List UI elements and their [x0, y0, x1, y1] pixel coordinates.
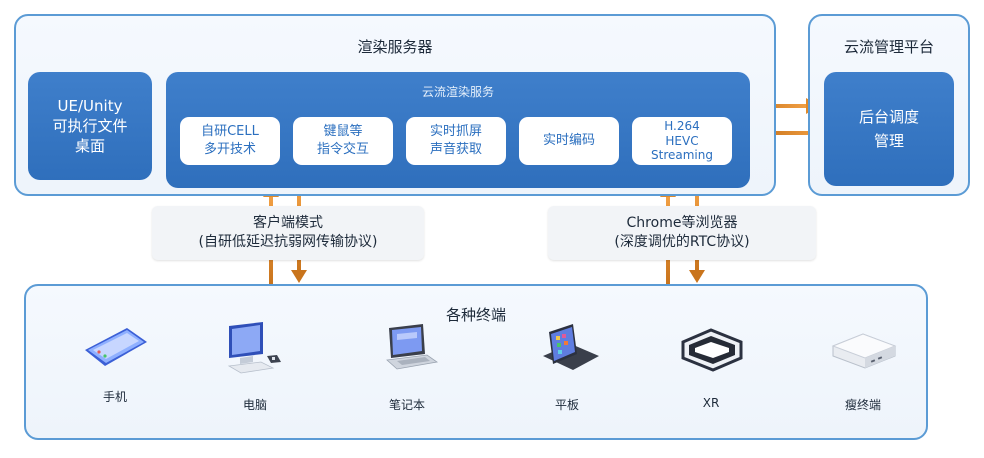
chip-cell-line-2: 多开技术: [203, 142, 256, 157]
ue-line-3: 桌面: [74, 137, 105, 156]
chip-codec-line-1: H.264: [664, 119, 700, 134]
laptop-icon: [386, 324, 439, 370]
device-xr: XR: [656, 320, 766, 410]
thin-client-icon: [831, 333, 897, 369]
device-desktop: 电脑: [200, 320, 310, 413]
browser-mode-subtitle: (深度调优的RTC协议): [614, 234, 750, 250]
chip-capture-line-2: 声音获取: [429, 142, 482, 157]
chip-input-interaction: 键鼠等 指令交互: [293, 117, 393, 165]
browser-mode-title: Chrome等浏览器: [626, 215, 738, 232]
terminals-title: 各种终端: [445, 306, 506, 324]
chip-cell-multi: 自研CELL 多开技术: [180, 117, 280, 165]
backend-line-1: 后台调度: [858, 108, 919, 126]
tablet-icon: [543, 324, 599, 370]
device-thin-client: 瘦终端: [808, 320, 918, 413]
vr-headset-icon: [681, 328, 743, 372]
client-mode-box: 客户端模式 (自研低延迟抗弱网传输协议): [152, 206, 424, 260]
phone-icon: [85, 328, 147, 366]
device-label-xr: XR: [702, 396, 720, 410]
backend-line-2: 管理: [873, 132, 904, 150]
device-label-phone: 手机: [102, 390, 127, 404]
chip-codec-line-3: Streaming: [651, 148, 713, 163]
device-laptop: 笔记本: [352, 320, 462, 413]
ue-line-1: UE/Unity: [57, 96, 123, 115]
render-server-panel: 渲染服务器 UE/Unity 可执行文件 桌面 云流渲染服务: [14, 14, 776, 196]
device-label-tablet: 平板: [554, 398, 579, 412]
device-label-laptop: 笔记本: [388, 398, 425, 412]
chip-codec-streaming: H.264 HEVC Streaming: [632, 117, 732, 165]
chip-cell-line-1: 自研CELL: [201, 124, 259, 140]
chip-input-line-2: 指令交互: [316, 142, 369, 157]
chip-codec-line-2: HEVC: [665, 133, 699, 148]
backend-scheduling-box: 后台调度 管理: [824, 72, 954, 186]
device-tablet: 平板: [512, 320, 622, 413]
chip-capture-audio: 实时抓屏 声音获取: [406, 117, 506, 165]
mgmt-platform-title: 云流管理平台: [843, 38, 934, 56]
chip-realtime-encode: 实时编码: [519, 117, 619, 165]
render-server-title: 渲染服务器: [357, 38, 433, 56]
cloud-render-service-title: 云流渲染服务: [421, 85, 494, 99]
chip-capture-line-1: 实时抓屏: [429, 124, 482, 140]
client-mode-subtitle: (自研低延迟抗弱网传输协议): [198, 234, 378, 250]
browser-mode-box: Chrome等浏览器 (深度调优的RTC协议): [548, 206, 816, 260]
device-label-desktop: 电脑: [242, 398, 267, 412]
client-mode-title: 客户端模式: [253, 215, 323, 232]
ue-unity-box: UE/Unity 可执行文件 桌面: [28, 72, 152, 180]
device-label-thin-client: 瘦终端: [844, 398, 881, 412]
chip-encode-line-1: 实时编码: [542, 133, 595, 149]
device-phone: 手机: [60, 320, 170, 405]
chip-input-line-1: 键鼠等: [323, 124, 363, 140]
ue-line-2: 可执行文件: [52, 116, 128, 135]
terminals-panel: 各种终端: [24, 284, 928, 440]
desktop-computer-icon: [227, 322, 281, 374]
